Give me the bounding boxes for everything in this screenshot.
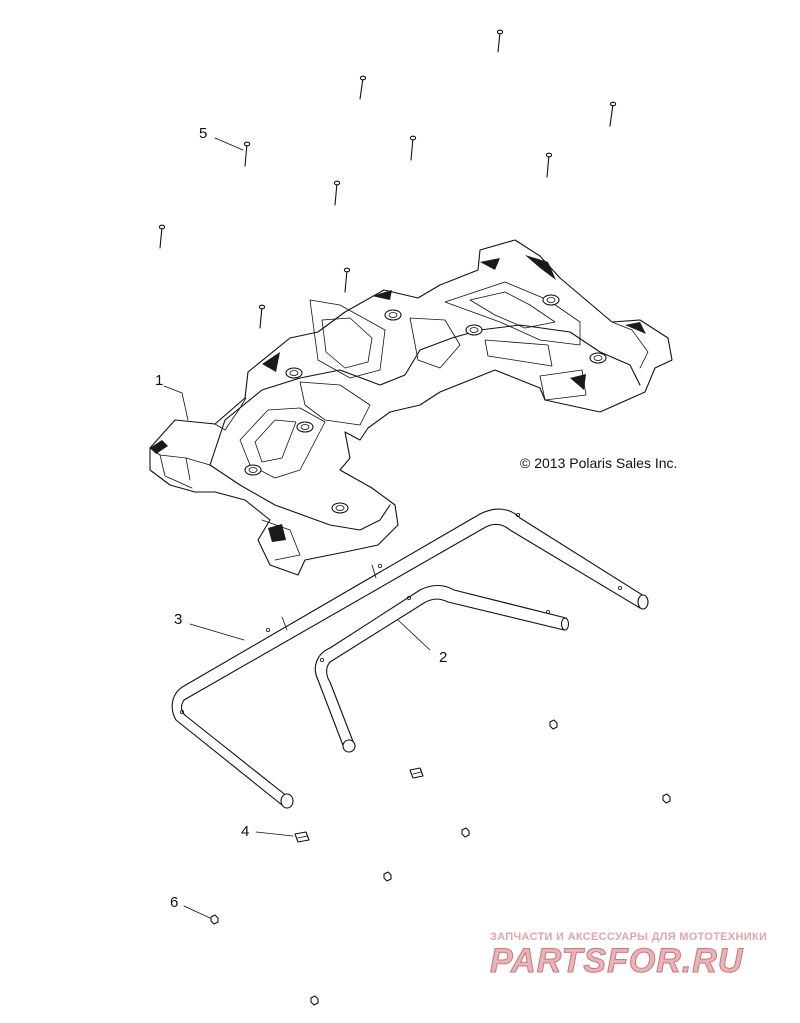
leader-5: [214, 137, 244, 151]
callout-1: 1: [155, 372, 163, 389]
nut: [383, 871, 392, 882]
clip: [294, 831, 310, 843]
rail-tube-outer: [171, 508, 649, 809]
watermark-tagline: ЗАПЧАСТИ И АКСЕССУАРЫ ДЛЯ МОТОТЕХНИКИ: [490, 931, 767, 943]
nut: [210, 914, 219, 925]
mounting-holes: [244, 294, 607, 514]
screw: [158, 224, 166, 249]
rail-tube-inner: [314, 584, 570, 753]
nut: [461, 827, 470, 838]
watermark-logo: ЗАПЧАСТИ И АКСЕССУАРЫ ДЛЯ МОТОТЕХНИКИ PA…: [490, 931, 767, 981]
clip: [409, 767, 424, 779]
leader-2: [397, 619, 431, 651]
callout-2: 2: [439, 649, 447, 666]
screw: [343, 267, 351, 293]
screw-group: [158, 29, 617, 329]
nut-group: [210, 719, 671, 1006]
leader-lines: [163, 137, 431, 919]
copyright-notice: © 2013 Polaris Sales Inc.: [520, 455, 677, 471]
callout-5: 5: [199, 125, 207, 142]
nut: [549, 719, 558, 730]
clip-group: [294, 767, 424, 843]
nut: [662, 793, 671, 804]
screw: [545, 152, 553, 178]
screw: [243, 141, 251, 167]
leader-1: [163, 385, 189, 421]
screw: [409, 135, 417, 161]
callout-4: 4: [241, 823, 249, 840]
leader-4: [255, 831, 294, 837]
leader-3: [189, 623, 245, 641]
screw: [333, 180, 341, 206]
cargo-rack: [149, 239, 673, 576]
leader-6: [183, 905, 211, 919]
watermark-brand: PARTSFOR.RU: [490, 942, 744, 980]
nut: [310, 995, 319, 1006]
callout-6: 6: [170, 894, 178, 911]
screw: [258, 304, 266, 329]
screw: [609, 101, 617, 127]
screw: [496, 29, 504, 53]
screw: [359, 75, 367, 100]
callout-3: 3: [174, 611, 182, 628]
